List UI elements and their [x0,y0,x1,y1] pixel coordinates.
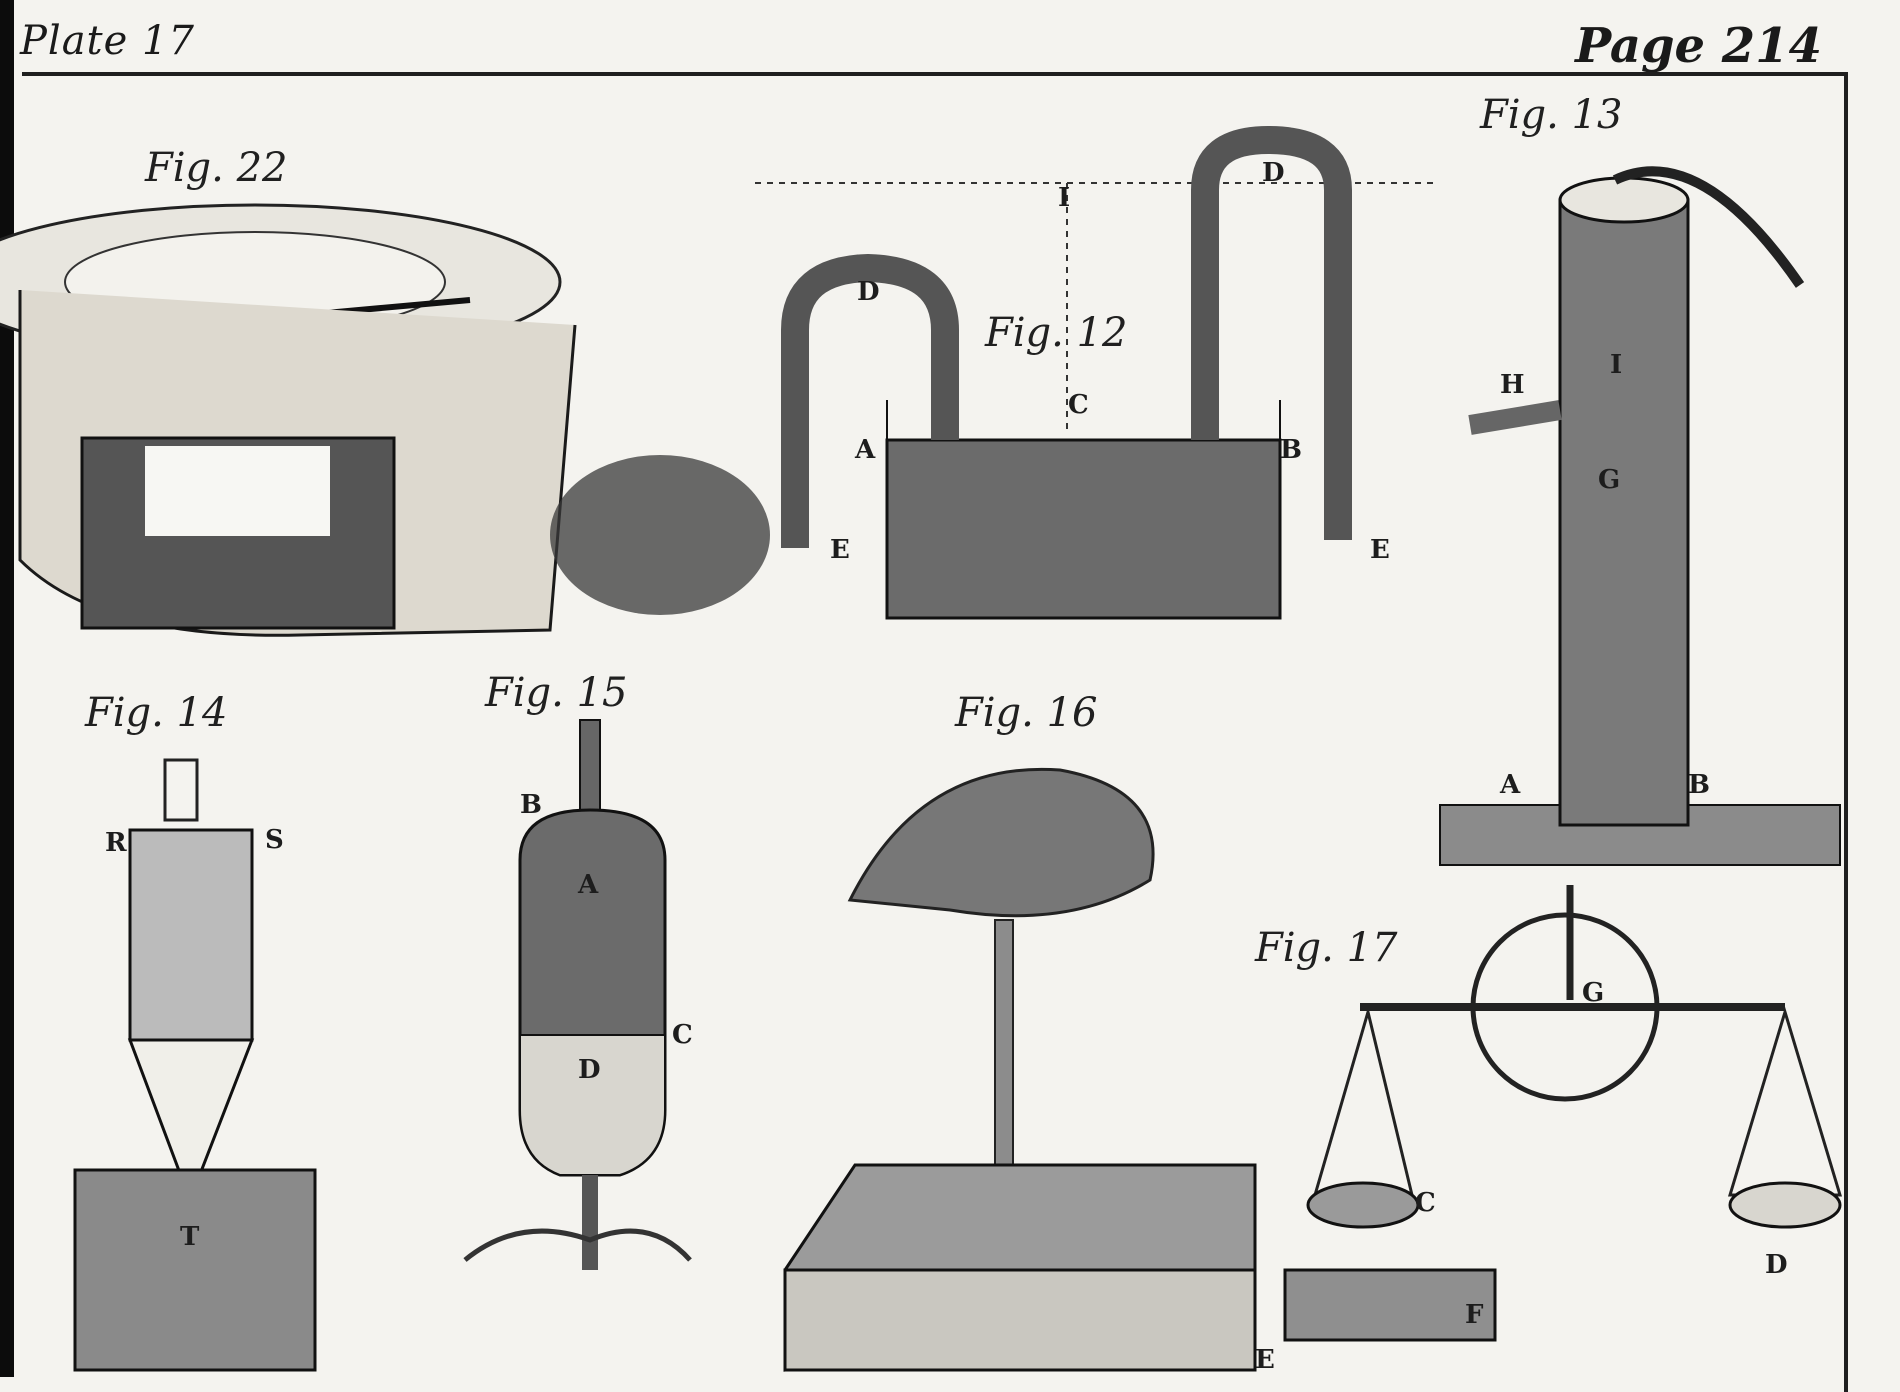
fig17-letter-g: G [1582,978,1605,1008]
fig14-letter-r: R [105,828,127,858]
fig14-letter-s: S [265,825,284,855]
fig12-letter-d-left: D [857,277,880,307]
fig17-letter-c: C [1415,1188,1436,1218]
fig17-letter-d: D [1765,1250,1788,1280]
fig12-letter-a: A [855,435,876,465]
figure-16-label: Fig. 16 [955,690,1098,736]
figure-13-drawing [1439,166,1841,866]
figure-15-label: Fig. 15 [485,670,628,716]
figure-14-label: Fig. 14 [85,690,228,736]
figure-22-label: Fig. 22 [145,145,288,191]
page-number: Page 214 [1575,18,1822,74]
fig12-letter-b: B [1280,435,1302,465]
dark-page-edge [0,0,14,1377]
fig12-letter-e-left: E [830,535,850,565]
figure-12-label: Fig. 12 [985,310,1128,356]
plate-title: Plate 17 [20,18,195,64]
fig14-letter-t: T [180,1222,200,1252]
fig17-letter-f: F [1465,1300,1484,1330]
fig12-letter-e-right: E [1370,535,1390,565]
fig15-letter-b: B [520,790,542,820]
figure-17-label: Fig. 17 [1255,925,1398,971]
figure-12-drawing [755,125,1435,620]
fig13-letter-b: B [1688,770,1710,800]
figure-16-drawing [783,767,1257,1372]
fig13-letter-a: A [1500,770,1521,800]
figure-14-drawing [73,758,317,1372]
fig12-letter-d-right: D [1262,158,1285,188]
figure-15-drawing [463,719,692,1270]
fig13-letter-g: G [1598,465,1621,495]
fig15-letter-d: D [578,1055,601,1085]
fig12-letter-c: C [1068,390,1089,420]
fig13-letter-i: I [1610,350,1623,380]
figure-22-drawing [0,203,770,637]
fig13-letter-h: H [1500,370,1525,400]
fig15-letter-a: A [578,870,599,900]
fig16-letter-e: E [1255,1345,1275,1375]
fig15-letter-c: C [672,1020,693,1050]
fig12-letter-i: I [1058,183,1071,213]
plate-frame [22,72,1848,1392]
figure-13-label: Fig. 13 [1480,92,1623,138]
